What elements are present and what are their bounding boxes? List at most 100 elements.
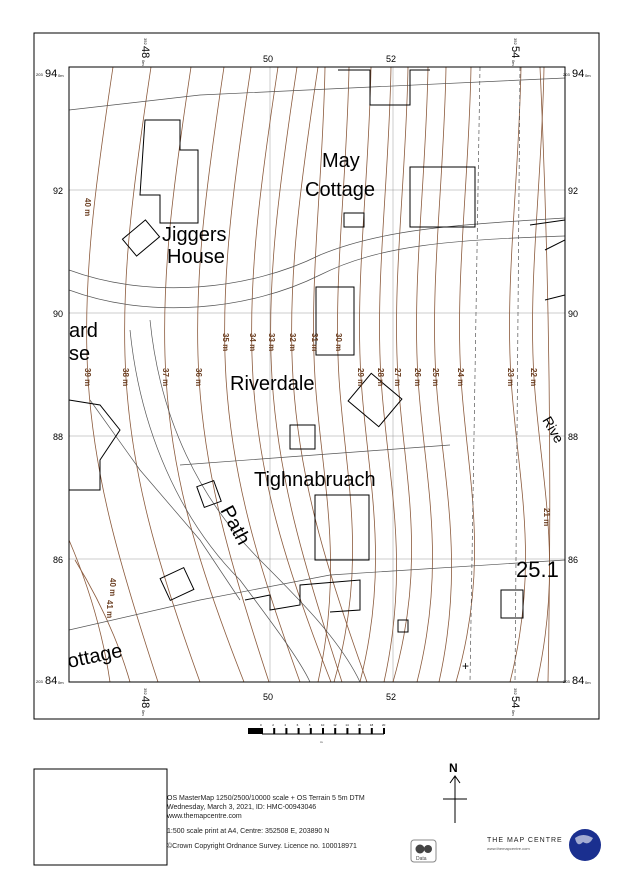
contour-label: 41 m [105,600,114,618]
buildings [69,69,565,633]
label-ottage: ottage [65,640,124,673]
contour-label: 29 m [356,368,365,386]
svg-text:88: 88 [53,432,63,442]
os-data-logo: Data [410,839,437,863]
info-text: OS MasterMap 1250/2500/10000 scale + OS … [167,795,365,850]
contour-line [164,67,245,682]
spot-height: 25.1 [516,557,559,582]
svg-text:0m: 0m [585,680,591,685]
svg-text:352: 352 [143,688,148,695]
contour-label: 35 m [221,333,230,351]
svg-text:90: 90 [568,309,578,319]
map-centre-logo: THE MAP CENTRE www.themapcentre.com [487,829,601,861]
contour-label: 32 m [288,333,297,351]
scale-tick-label: 16 [358,723,362,727]
svg-text:92: 92 [53,186,63,196]
contour-label: 37 m [161,368,170,386]
scale-tick [285,728,288,734]
svg-text:84: 84 [45,675,57,687]
legend-box [33,768,168,866]
svg-text:352: 352 [513,688,518,695]
contour-label: 36 m [194,368,203,386]
scale-tick [261,728,263,734]
svg-text:54: 54 [509,46,521,58]
svg-text:94: 94 [45,68,57,80]
map-frame [68,66,566,683]
svg-text:0m: 0m [58,680,64,685]
scale-tick-label: 14 [345,723,349,727]
scale-tick [370,728,373,734]
contour-label: 34 m [248,333,257,351]
contour-label: 23 m [506,368,515,386]
svg-text:0m: 0m [511,710,516,716]
scale-tick [322,728,324,734]
svg-text:48: 48 [139,46,151,58]
contour-label: 33 m [267,333,276,351]
scale-tick [383,728,385,734]
label-ard: ard [69,320,98,342]
svg-text:0m: 0m [141,60,146,66]
label-tighnabruach: Tighnabruach [254,469,376,491]
svg-text:THE MAP CENTRE: THE MAP CENTRE [487,837,563,844]
roads [69,67,565,682]
scale-tick-label: 12 [333,723,337,727]
svg-text:203: 203 [36,72,43,77]
contour-label: 38 m [121,368,130,386]
svg-text:90: 90 [53,309,63,319]
svg-text:N: N [449,761,458,775]
contour-line [224,67,301,682]
contour-label: 31 m [310,333,319,351]
contour-line [539,67,551,682]
svg-text:352: 352 [513,38,518,45]
scale-tick-label: 6 [297,723,299,727]
svg-text:94: 94 [572,68,584,80]
scale-tick-label: 18 [370,723,374,727]
contour-line [291,67,368,682]
contour-line [251,67,332,682]
scale-tick-label: 4 [284,723,286,727]
label-river: Rive [539,414,567,446]
contour-label: 39 m [83,368,92,386]
svg-text:86: 86 [53,555,63,565]
label-house: House [167,246,225,268]
scale-tick [309,728,312,734]
contour-label: 21 m [542,508,551,526]
contour-line [333,67,353,682]
scale-tick [273,728,276,734]
contour-line [69,539,111,682]
svg-text:203: 203 [563,679,570,684]
svg-text:88: 88 [568,432,578,442]
scale-tick [358,728,361,734]
contour-line [379,67,397,682]
contour-line [359,67,376,682]
contour-label: 26 m [413,368,422,386]
svg-text:48: 48 [139,696,151,708]
contour-line [434,67,452,682]
contour-line [392,67,412,682]
label-path: Path [216,502,255,549]
svg-text:52: 52 [386,692,396,702]
svg-text:m: m [320,740,323,744]
svg-text:84: 84 [572,675,584,687]
contour-label: 25 m [431,368,440,386]
label-may: May [322,150,360,172]
scale-tick-label: 10 [321,723,325,727]
scale-tick [334,728,337,734]
svg-text:0m: 0m [585,73,591,78]
svg-text:www.themapcentre.com: www.themapcentre.com [487,846,530,851]
contour-label: 28 m [376,368,385,386]
svg-text:Data: Data [416,856,427,862]
contour-line [509,67,526,682]
scale-tick-label: 8 [309,723,311,727]
outer-frame [33,32,600,720]
scale-tick-label: 0 [260,723,262,727]
svg-text:92: 92 [568,186,578,196]
svg-text:203: 203 [563,72,570,77]
contour-label: 40 m [83,198,92,216]
scale-tick [346,728,349,734]
contour-line [416,67,433,682]
svg-text:54: 54 [509,696,521,708]
map-area[interactable]: May Cottage Jiggers House ard se Riverda… [65,66,567,683]
